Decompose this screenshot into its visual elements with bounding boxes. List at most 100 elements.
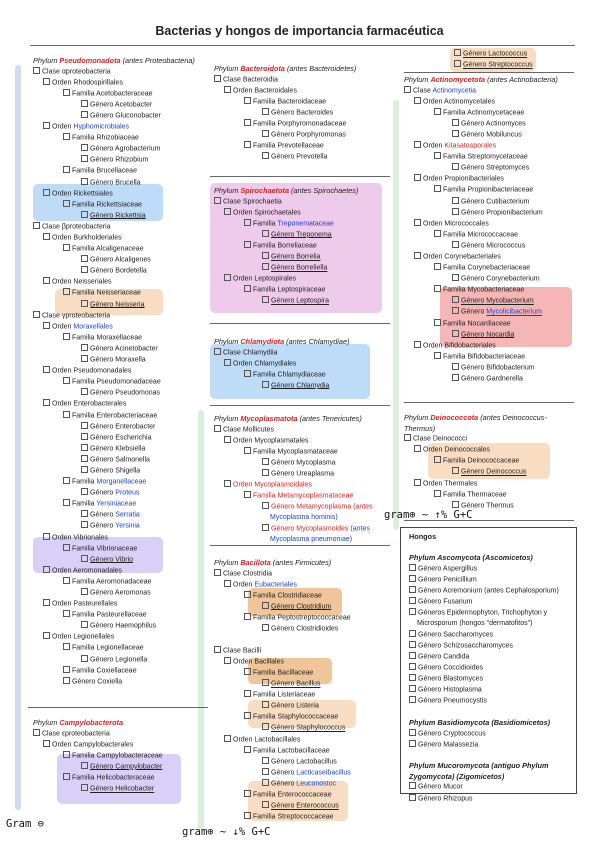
hongos-box (400, 527, 577, 794)
taxon-text: Género Borreliella (271, 264, 328, 272)
column-mycoplasmatota: Phylum Mycoplasmatota (antes Tenericutes… (214, 414, 373, 546)
phylum-note: (antes Proteobacteria) (120, 56, 195, 65)
taxon-line: Género Malassezia (409, 739, 559, 751)
checkbox-icon (434, 152, 441, 160)
taxon-highlighted: Orden Mycoplasmoidales (233, 481, 312, 489)
checkbox-icon (244, 812, 251, 820)
checkbox-icon (63, 410, 70, 418)
checkbox-icon (63, 772, 70, 780)
checkbox-icon (244, 141, 251, 149)
taxon-text: Familia Moraxellaceae (72, 334, 143, 342)
taxon-text: Clase Bacteroidia (223, 76, 278, 84)
checkbox-icon (63, 543, 70, 551)
taxon-line: Género Cutibacterium (404, 196, 558, 208)
taxon-text: Familia Pasteurellaceae (72, 611, 147, 619)
gram-pos-bar-2 (393, 100, 399, 530)
taxon-line: Familia Bacillaceae (214, 667, 351, 679)
taxon-line: Género Alcaligenes (33, 255, 195, 266)
checkbox-icon (63, 499, 70, 507)
taxon-text: Género Fusarium (418, 598, 473, 606)
taxon-text: Género Brucella (90, 179, 141, 187)
taxon-line: Orden Mycoplasmoidales (214, 480, 373, 491)
checkbox-icon (81, 465, 88, 473)
taxon-line: Género Mycoplasma (214, 457, 373, 469)
taxon-text: Género Corynebacterium (461, 275, 540, 283)
checkbox-icon (409, 782, 416, 790)
checkbox-icon (434, 351, 441, 359)
checkbox-icon (434, 318, 441, 326)
taxon-line: Orden Enterobacterales (33, 399, 195, 410)
checkbox-icon (244, 745, 251, 753)
taxon-text: Género Coxiella (72, 678, 123, 686)
phylum-name: Bacteroidota (240, 64, 285, 73)
checkbox-icon (224, 274, 231, 282)
taxon-line: Familia Pasteurellaceae (33, 610, 195, 621)
taxon-line: Clase αproteobacteria (33, 66, 195, 78)
checkbox-icon (262, 263, 269, 271)
highlight-campylobacter (57, 754, 181, 804)
checkbox-icon (224, 656, 231, 664)
taxon-line: Orden Actinomycetales (404, 96, 558, 108)
checkbox-icon (63, 332, 70, 340)
taxon-text: Familia Leptospiraceae (253, 286, 326, 294)
checkbox-icon (81, 784, 88, 792)
rank-suffix: proteobacteria (65, 312, 111, 320)
taxon-line: Género Enterococcus (214, 801, 351, 812)
checkbox-icon (43, 632, 50, 640)
taxon-line: Género Moraxella (33, 355, 195, 366)
taxon-text: Familia Listeriaceae (253, 691, 316, 699)
taxon-line: Familia Leptospiraceae (214, 285, 358, 296)
taxon-text: Género Propionibacterium (461, 209, 543, 217)
taxon-text: Género Enterobacter (90, 423, 156, 431)
note-gram-positive-high-gc: gram⊕ ~ ↑% G+C (384, 509, 473, 521)
checkbox-icon (81, 488, 88, 496)
taxon-text: Clase (413, 87, 433, 95)
checkbox-icon (262, 107, 269, 115)
taxon-line: Familia Mycoplasmataceae (214, 446, 373, 458)
taxon-text: Microsporum (hongos "dermatofitos") (417, 620, 533, 628)
taxon-line: Familia Rickettsiaceae (33, 199, 195, 211)
taxon-text: Familia Clostridiaceae (253, 592, 322, 600)
checkbox-icon (224, 85, 231, 93)
taxon-line: Género Gardnerella (404, 374, 558, 385)
taxon-line: Clase εproteobacteria (33, 728, 163, 740)
taxon-line: Género Enterobacter (33, 421, 195, 433)
taxon-text: Familia Peptostreptococcaceae (253, 614, 351, 622)
taxon-text: Género Staphylococcus (271, 724, 346, 732)
taxon-line: Género Lactococcus (410, 49, 533, 60)
taxon-line: Género Ureaplasma (214, 468, 373, 480)
taxon-text: Género Rhizopus (418, 795, 473, 803)
taxon-line: Phylum Bacteroidota (antes Bacteroidetes… (214, 64, 356, 75)
checkbox-icon (409, 696, 416, 704)
taxon-text: Orden Pasteurellales (52, 600, 118, 608)
taxon-line: Género Shigella (33, 465, 195, 477)
taxon-text: Género Coccidioides (418, 664, 483, 672)
checkbox-icon (214, 196, 221, 204)
checkbox-icon (81, 421, 88, 429)
taxon-line: Orden Deinococcales (404, 445, 547, 456)
phylum-prefix: Phylum (214, 337, 241, 346)
taxon-line: Familia Helicobacteraceae (33, 772, 163, 784)
taxon-highlighted: Morganellaceae (96, 478, 147, 486)
taxon-line: Género Clostridioides (214, 624, 351, 635)
phylum-prefix: Phylum (214, 64, 241, 73)
taxon-line: Género Cryptococcus (409, 728, 559, 740)
gram-neg-bar (15, 65, 21, 810)
taxon-text: Género Pneumocystis (418, 697, 487, 705)
taxon-line: Género Chlamydia (214, 380, 349, 392)
rank-label: Clase (42, 730, 62, 738)
taxon-text: Familia Bacteroidaceae (253, 98, 327, 106)
checkbox-icon (409, 728, 416, 736)
taxon-line: Familia Coxiellaceae (33, 665, 195, 677)
taxon-line: Clase Spirochaetia (214, 196, 358, 208)
taxon-text: Clase Bacilli (223, 647, 262, 655)
checkbox-icon (81, 266, 88, 274)
checkbox-icon (244, 789, 251, 797)
taxon-line: Orden Kitasatosporales (404, 141, 558, 152)
taxon-line: Orden Rickettsiales (33, 188, 195, 200)
taxon-line: Familia Lactobacillaceae (214, 745, 351, 757)
taxon-line: Clase Clostridia (214, 568, 351, 580)
phylum-note: Thermus) (404, 423, 436, 433)
taxon-line: Género Blastomyces (409, 674, 559, 685)
taxon-text: Orden Aeromonadales (52, 567, 123, 575)
